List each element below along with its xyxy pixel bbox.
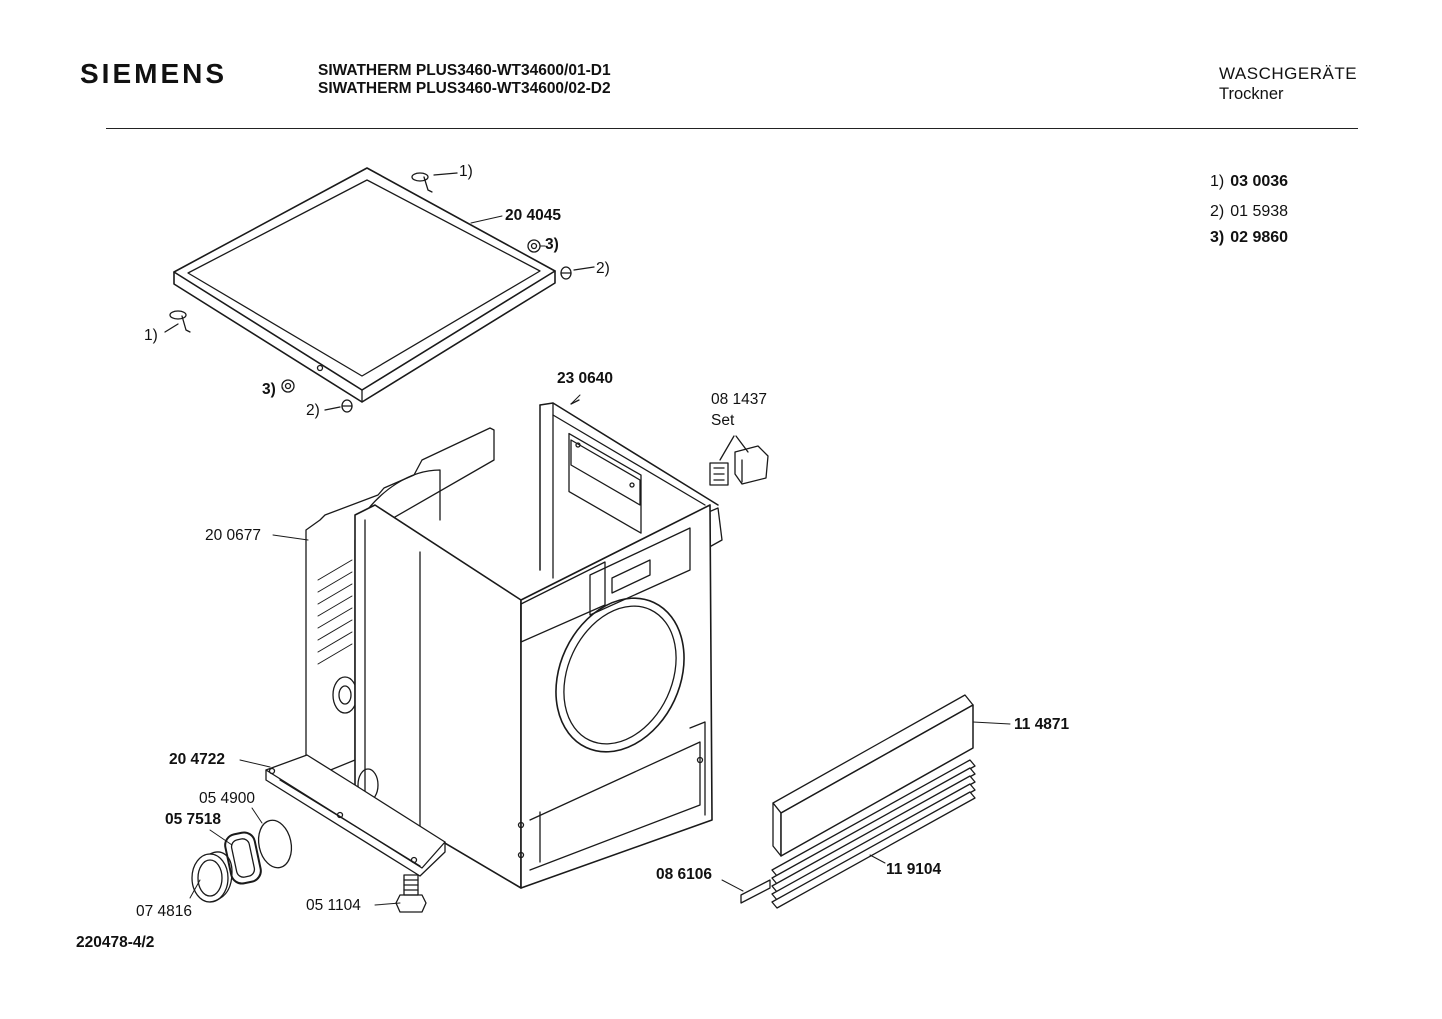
legend-part-number: 02 9860 <box>1230 229 1289 246</box>
category-title: WASCHGERÄTE <box>1219 64 1358 83</box>
callout-side-panel: 20 0677 <box>205 527 262 544</box>
legend-key: 3) <box>1210 229 1225 246</box>
foot-drawing <box>396 875 426 912</box>
brand-logo: SIEMENS <box>80 58 228 89</box>
callout-gasket: 05 7518 <box>165 811 222 828</box>
connector-set-drawing <box>710 436 768 485</box>
callout-seal: 05 4900 <box>199 790 256 807</box>
callout-rear-frame: 23 0640 <box>557 370 614 387</box>
document-reference: 220478-4/2 <box>76 934 155 951</box>
callout-top-cover: 20 4045 <box>505 207 562 224</box>
base-plate-drawing <box>266 755 445 876</box>
legend-key: 2) <box>1210 203 1225 220</box>
callout-front-panel: 11 4871 <box>1014 716 1070 733</box>
callout-clip-top: 1) <box>459 163 473 180</box>
legend-item-2: 2) 01 5938 <box>1210 203 1288 221</box>
plug-icon <box>561 267 594 279</box>
cabinet-body-drawing <box>355 505 712 888</box>
legend-part-number: 03 0036 <box>1230 173 1289 190</box>
model-line-1: SIWATHERM PLUS3460-WT34600/01-D1 <box>318 62 611 79</box>
clip-icon <box>165 311 190 332</box>
clip-icon <box>412 173 457 192</box>
callout-clip-left: 1) <box>144 327 158 344</box>
subcategory-title: Trockner <box>1219 85 1284 103</box>
filter-drawing <box>192 852 232 902</box>
callout-filter: 07 4816 <box>136 903 193 920</box>
legend-item-1: 1) 03 0036 <box>1210 173 1288 191</box>
seal-drawing <box>254 817 295 871</box>
callout-connector-set-label: Set <box>711 412 735 429</box>
callout-plug-left: 2) <box>306 402 320 419</box>
leader-lines <box>190 216 1010 905</box>
callout-base-plate: 20 4722 <box>169 751 226 768</box>
model-line-2: SIWATHERM PLUS3460-WT34600/02-D2 <box>318 80 611 97</box>
callout-connector-set-number: 08 1437 <box>711 391 768 408</box>
header-divider <box>106 128 1358 129</box>
callout-foot: 05 1104 <box>306 897 361 914</box>
gasket-drawing <box>223 830 263 885</box>
callout-grille: 11 9104 <box>886 861 942 878</box>
callout-screw-left: 3) <box>262 381 276 398</box>
top-cover-drawing <box>174 168 555 402</box>
screw-icon <box>282 380 294 392</box>
legend-key: 1) <box>1210 173 1225 190</box>
grille-drawing <box>772 760 975 908</box>
legend-part-number: 01 5938 <box>1230 203 1289 220</box>
screw-icon <box>528 240 540 252</box>
legend-item-3: 3) 02 9860 <box>1210 229 1288 247</box>
callout-strip: 08 6106 <box>656 866 713 883</box>
plug-icon <box>325 400 352 412</box>
callout-screw-right: 3) <box>545 236 559 253</box>
front-panel-drawing <box>773 695 973 856</box>
callout-plug-right: 2) <box>596 260 610 277</box>
strip-drawing <box>741 880 770 903</box>
